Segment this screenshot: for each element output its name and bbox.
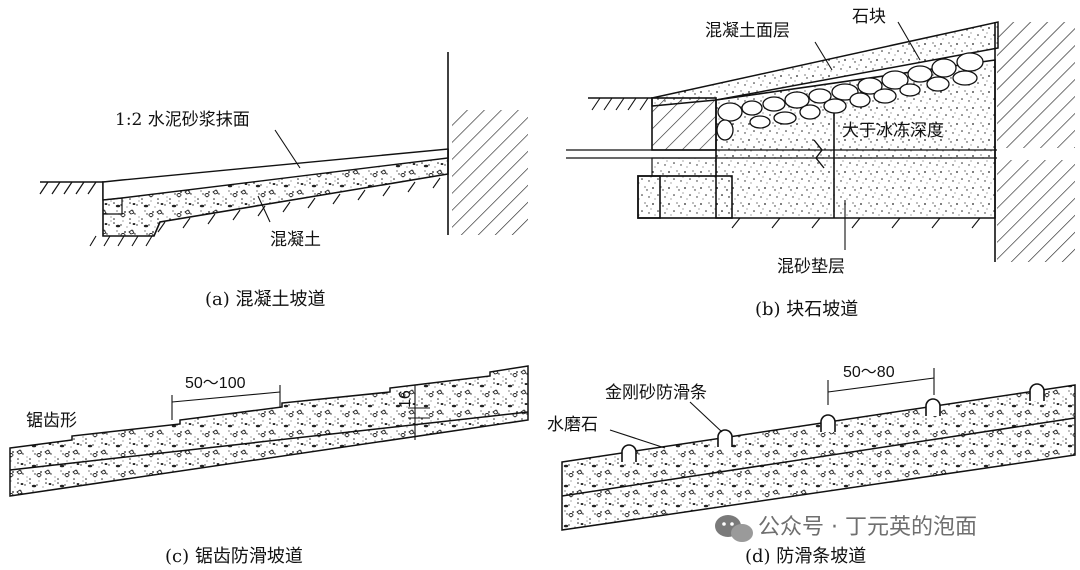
label-concrete-surface: 混凝土面层: [705, 21, 790, 41]
concrete-surface-layer: [651, 21, 999, 107]
caption-a: (a) 混凝土坡道: [205, 289, 326, 310]
dim-height-c: 16: [397, 390, 414, 408]
ground-left: [39, 181, 103, 195]
caption-d: (d) 防滑条坡道: [745, 546, 866, 567]
label-terrazzo: 水磨石: [547, 415, 598, 435]
label-mortar-finish: 1:2 水泥砂浆抹面: [115, 110, 250, 130]
watermark: 公众号 · 丁元英的泡面: [715, 515, 977, 542]
panel-b-stone-ramp: 混凝土面层 石块 大于冰冻深度 混砂垫层 (b) 块石坡道: [566, 7, 1075, 320]
strip-4: [925, 398, 941, 416]
label-concrete: 混凝土: [270, 230, 321, 250]
strip-1: [621, 444, 637, 462]
antislip-strips: [621, 383, 1045, 462]
wall-hatch-b: [997, 22, 1075, 262]
label-emery-strip: 金刚砂防滑条: [605, 383, 707, 403]
label-sawtooth: 锯齿形: [26, 411, 77, 431]
break-symbol: [813, 139, 825, 169]
panel-d-antislip-strip-ramp: 50～80 金刚砂防滑条 水磨石 (d) 防滑条坡道: [547, 364, 1076, 567]
caption-c: (c) 锯齿防滑坡道: [165, 546, 303, 567]
wechat-icon: [715, 515, 753, 542]
dim-spacing-d: 50～80: [843, 364, 895, 381]
strip-3: [820, 414, 836, 432]
strip-5: [1029, 383, 1045, 401]
wall-hatch: [452, 110, 528, 235]
label-sand-cushion: 混砂垫层: [777, 257, 845, 277]
ground-under-slope: [89, 177, 441, 247]
label-stone: 石块: [852, 7, 886, 27]
dim-spacing-c: 50～100: [185, 375, 246, 392]
label-frost-depth: 大于冰冻深度: [842, 121, 944, 141]
panel-c-sawtooth-ramp: 50～100 16 锯齿形 (c) 锯齿防滑坡道: [9, 365, 529, 567]
caption-b: (b) 块石坡道: [755, 299, 858, 320]
sawtooth-slab: [9, 365, 529, 497]
watermark-text: 公众号 · 丁元英的泡面: [758, 515, 977, 540]
strip-2: [717, 429, 733, 447]
stone-blocks: [716, 52, 984, 141]
panel-a-concrete-ramp: 1:2 水泥砂浆抹面 混凝土 (a) 混凝土坡道: [39, 52, 528, 310]
